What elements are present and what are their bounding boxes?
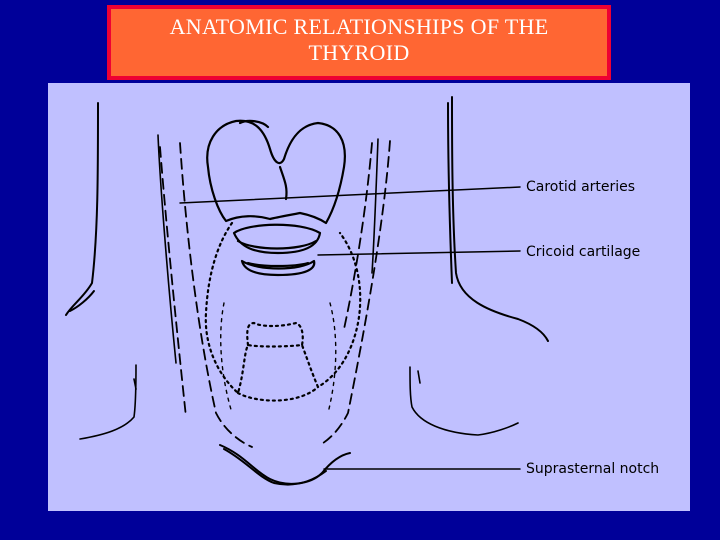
leader-lines <box>179 186 521 470</box>
label-cricoid-cartilage: Cricoid cartilage <box>526 244 640 260</box>
carotid-leader-line <box>179 186 521 204</box>
slide-title: ANATOMIC RELATIONSHIPS OF THE THYROID <box>169 13 549 65</box>
label-suprasternal-notch: Suprasternal notch <box>526 461 659 477</box>
thyroid-cartilage <box>206 119 346 225</box>
thyroid-gland-outline <box>204 221 362 402</box>
neck-outline-left <box>65 102 99 316</box>
carotid-artery-left <box>157 134 177 364</box>
sternocleidomastoid-left <box>159 142 253 448</box>
thyroid-anatomy-diagram: Carotid arteries Cricoid cartilage Supra… <box>65 96 659 486</box>
shoulder-line-left <box>79 364 137 440</box>
neck-outline-right <box>447 96 549 342</box>
label-carotid-arteries: Carotid arteries <box>526 179 635 195</box>
carotid-artery-right <box>371 138 379 274</box>
shoulder-line-right <box>409 366 519 436</box>
cricoid-cartilage <box>232 223 322 277</box>
sternocleidomastoid-right <box>319 140 391 446</box>
title-banner: ANATOMIC RELATIONSHIPS OF THE THYROID <box>107 5 611 80</box>
thyroid-diagram-panel: Carotid arteries Cricoid cartilage Supra… <box>48 83 690 511</box>
suprasternal-notch-curve <box>219 444 351 486</box>
trachea-lines <box>220 302 337 414</box>
cricoid-leader-line <box>317 250 521 256</box>
